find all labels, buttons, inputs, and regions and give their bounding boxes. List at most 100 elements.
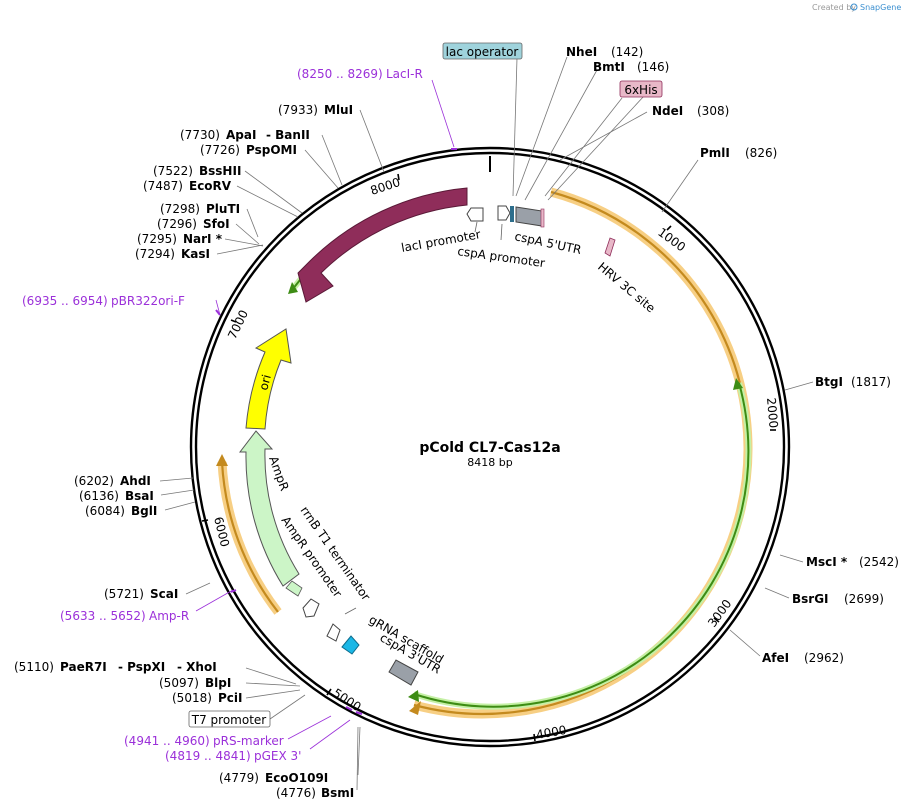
tick-8000 — [397, 173, 400, 181]
hrv-3c-site-mark — [604, 237, 616, 257]
site-msci[interactable]: MscI * (2542) — [806, 555, 899, 569]
ori-arrow — [245, 328, 292, 430]
svg-text:(7522): (7522) — [153, 164, 193, 178]
svg-text:lac operator: lac operator — [446, 45, 519, 59]
svg-text:KasI: KasI — [181, 247, 210, 261]
svg-text:Amp-R: Amp-R — [149, 609, 189, 623]
svg-text:pBR322ori-F: pBR322ori-F — [111, 294, 185, 308]
site-bmti[interactable]: BmtI (146) — [593, 60, 669, 74]
lac-operator-tag[interactable]: lac operator — [442, 42, 523, 60]
svg-text:LacI-R: LacI-R — [386, 67, 423, 81]
ampr-arrow — [238, 430, 300, 587]
ampr-feature[interactable]: AmpR AmpR promoter rrnB T1 terminator — [216, 430, 373, 615]
site-pcii[interactable]: (5018) PciI — [172, 691, 243, 705]
svg-text:(7296): (7296) — [157, 217, 197, 231]
svg-text:PmlI: PmlI — [700, 146, 730, 160]
ori-label: ori — [256, 373, 274, 392]
svg-text:NdeI: NdeI — [652, 104, 683, 118]
svg-text:- BanII: - BanII — [266, 128, 310, 142]
svg-text:(2962): (2962) — [804, 651, 844, 665]
svg-text:- XhoI: - XhoI — [177, 660, 217, 674]
site-pmli[interactable]: PmlI (826) — [700, 146, 777, 160]
svg-text:SfoI: SfoI — [203, 217, 230, 231]
svg-text:(6136): (6136) — [79, 489, 119, 503]
site-bsmi[interactable]: (4776) BsmI — [276, 786, 354, 800]
svg-text:(4819 .. 4841): (4819 .. 4841) — [165, 749, 251, 763]
site-ecoo109i[interactable]: (4779) EcoO109I — [219, 771, 328, 785]
site-ecorv[interactable]: (7487) EcoRV — [143, 179, 232, 193]
svg-text:NarI *: NarI * — [183, 232, 223, 246]
cas12a-inner-arrow-end — [408, 690, 419, 702]
svg-text:pGEX 3': pGEX 3' — [254, 749, 301, 763]
site-nari[interactable]: (7295) NarI * — [137, 232, 223, 246]
lac-operator-mark — [510, 206, 514, 222]
site-sfoi[interactable]: (7296) SfoI — [157, 217, 230, 231]
svg-text:BtgI: BtgI — [815, 375, 843, 389]
primer-amp-r[interactable]: (5633 .. 5652) Amp-R — [60, 609, 189, 623]
svg-text:(7294): (7294) — [135, 247, 175, 261]
primer-pbr322ori-f[interactable]: (6935 .. 6954) pBR322ori-F — [22, 294, 185, 308]
leader-lines — [159, 56, 814, 791]
backbone-outer-ring — [189, 146, 791, 748]
svg-text:NheI: NheI — [566, 45, 597, 59]
svg-text:BsrGI: BsrGI — [792, 592, 829, 606]
site-bsrgi[interactable]: BsrGI (2699) — [792, 592, 884, 606]
svg-text:PluTI: PluTI — [206, 202, 240, 216]
svg-text:EcoO109I: EcoO109I — [265, 771, 328, 785]
svg-text:pRS-marker: pRS-marker — [213, 734, 284, 748]
svg-text:PaeR7I: PaeR7I — [60, 660, 107, 674]
tick-1000 — [666, 225, 672, 231]
svg-text:(5110): (5110) — [14, 660, 54, 674]
cas12a-arrowhead — [409, 701, 421, 715]
ampr-label: AmpR — [266, 454, 291, 492]
site-mlui[interactable]: (7933) MluI — [278, 103, 353, 117]
cas12a-inner-line — [413, 382, 750, 708]
ampr-outer-line — [220, 461, 279, 613]
plasmid-backbone — [189, 146, 791, 748]
site-bsai[interactable]: (6136) BsaI — [79, 489, 154, 503]
site-bgli[interactable]: (6084) BglI — [85, 504, 157, 518]
laci-promoter-arrow — [466, 207, 484, 222]
svg-text:(2542): (2542) — [859, 555, 899, 569]
site-scai[interactable]: (5721) ScaI — [104, 587, 178, 601]
site-afei[interactable]: AfeI (2962) — [762, 651, 844, 665]
site-ndei[interactable]: NdeI (308) — [652, 104, 729, 118]
svg-text:(308): (308) — [697, 104, 729, 118]
svg-text:BsmI: BsmI — [321, 786, 354, 800]
snapgene-logo-icon — [850, 3, 858, 11]
site-blpi[interactable]: (5097) BlpI — [159, 676, 231, 690]
primer-marks — [215, 148, 457, 715]
plasmid-name: pCold CL7-Cas12a — [419, 440, 560, 456]
tick-label-2000: 2000 — [764, 397, 781, 429]
primer-laci-r[interactable]: (8250 .. 8269) LacI-R — [297, 67, 423, 81]
svg-text:(6935 .. 6954): (6935 .. 6954) — [22, 294, 108, 308]
svg-text:EcoRV: EcoRV — [189, 179, 232, 193]
tick-label-8000: 8000 — [369, 175, 402, 198]
t7-promoter-tag[interactable]: T7 promoter — [188, 710, 271, 728]
svg-text:MscI *: MscI * — [806, 555, 848, 569]
ori-feature[interactable]: ori — [245, 328, 292, 430]
site-pluti[interactable]: (7298) PluTI — [160, 202, 240, 216]
cas12a-feature[interactable] — [408, 187, 753, 719]
site-apai[interactable]: (7730) ApaI - BanII — [180, 128, 310, 142]
bottom-regulatory-features[interactable]: gRNA scaffold cspA 3'UTR — [302, 598, 446, 686]
svg-text:PspOMI: PspOMI — [246, 143, 297, 157]
svg-text:MluI: MluI — [324, 103, 353, 117]
primer-pgex-3[interactable]: (4819 .. 4841) pGEX 3' — [165, 749, 301, 763]
primer-prs-marker[interactable]: (4941 .. 4960) pRS-marker — [124, 734, 284, 748]
svg-text:(5018): (5018) — [172, 691, 212, 705]
svg-text:AfeI: AfeI — [762, 651, 789, 665]
site-btgi[interactable]: BtgI (1817) — [815, 375, 891, 389]
site-kasi[interactable]: (7294) KasI — [135, 247, 210, 261]
site-pspomi[interactable]: (7726) PspOMI — [200, 143, 297, 157]
site-nhei[interactable]: NheI (142) — [566, 45, 643, 59]
site-bsshii[interactable]: (7522) BssHII — [153, 164, 241, 178]
plasmid-length: 8418 bp — [467, 456, 512, 469]
svg-text:(146): (146) — [637, 60, 669, 74]
svg-text:BssHII: BssHII — [199, 164, 241, 178]
svg-text:BsaI: BsaI — [125, 489, 154, 503]
site-paer7i[interactable]: (5110) PaeR7I - PspXI - XhoI — [14, 660, 217, 674]
site-ahdi[interactable]: (6202) AhdI — [74, 474, 151, 488]
svg-text:(5097): (5097) — [159, 676, 199, 690]
his-tag-label[interactable]: 6xHis — [619, 80, 663, 98]
